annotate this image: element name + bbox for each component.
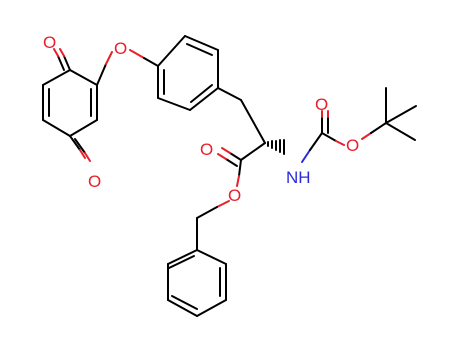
ether-linkage — [96, 49, 159, 86]
ester-carbonyl-oxygen-label: O — [200, 140, 213, 159]
boc-group — [301, 87, 417, 163]
quinone-carbonyl-top — [53, 48, 71, 71]
ether-oxygen-label: O — [114, 39, 127, 58]
ester-group — [196, 142, 266, 219]
ester-oxygen-label: O — [228, 186, 241, 205]
quinone-oxygen-top-label: O — [43, 33, 56, 52]
boc-oxygen-label: O — [346, 136, 359, 155]
boc-carbonyl-oxygen-label: O — [315, 95, 328, 114]
side-chain — [217, 87, 266, 144]
benzoquinone-ring — [42, 69, 98, 137]
amine-nh-label: NH — [286, 168, 311, 187]
quinone-oxygen-bottom-label: O — [88, 172, 101, 191]
benzyl-ring — [167, 217, 227, 317]
phenylene-ring — [157, 35, 219, 111]
quinone-carbonyl-bottom — [69, 135, 91, 162]
stereo-hash-bond — [267, 139, 285, 155]
